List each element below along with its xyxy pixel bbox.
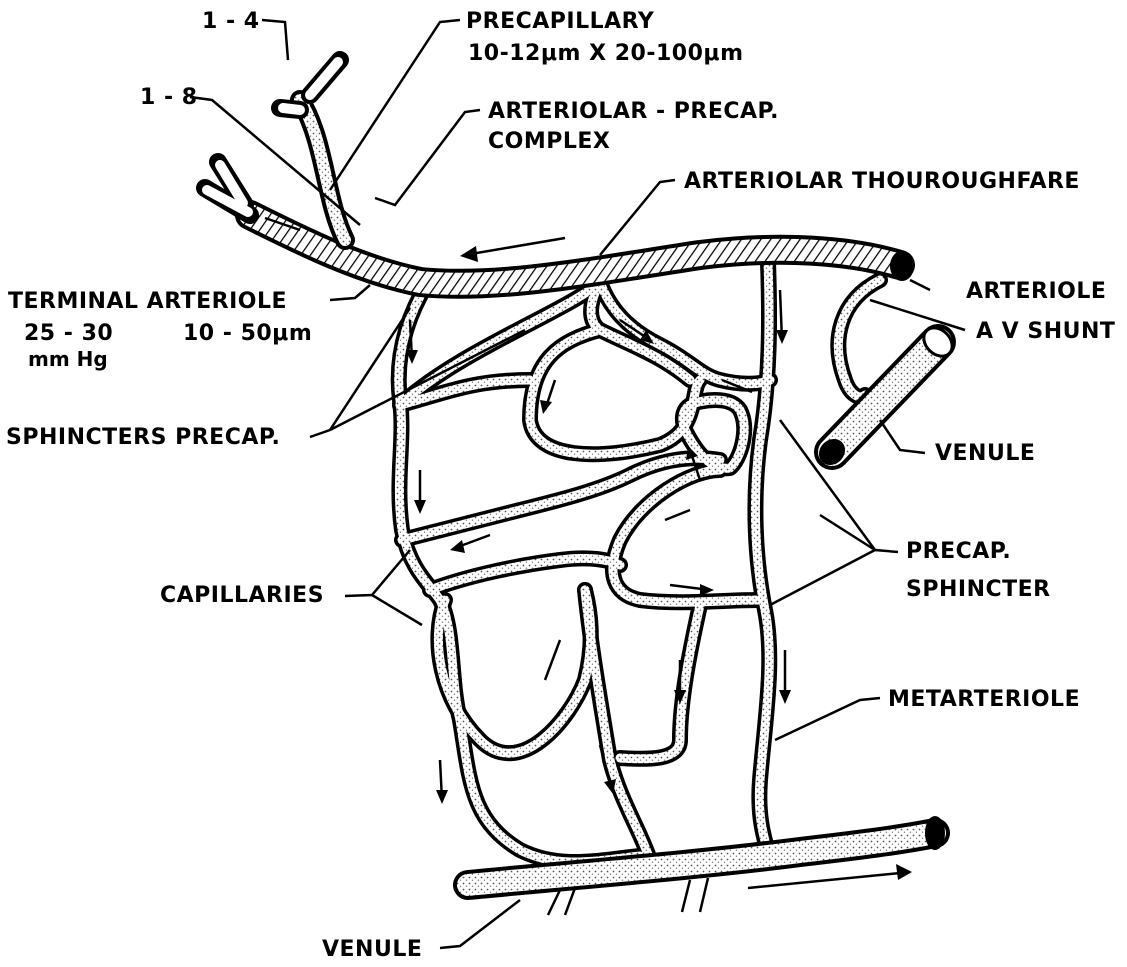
label-precap-sphincter-1: PRECAP. [906, 539, 1011, 564]
label-1-4: 1 - 4 [202, 9, 260, 34]
label-venule-right: VENULE [935, 441, 1035, 466]
label-precapillary-size: 10-12μm X 20-100μm [468, 41, 744, 66]
label-metarteriole: METARTERIOLE [888, 687, 1080, 712]
label-pressure-value: 25 - 30 [24, 321, 113, 346]
av-shunt-vessel [838, 280, 880, 397]
label-arteriolar-precap-complex: COMPLEX [488, 129, 610, 154]
label-arteriole: ARTERIOLE [966, 279, 1106, 304]
label-capillaries: CAPILLARIES [160, 583, 324, 608]
label-arteriolar-thoroughfare: ARTERIOLAR THOUROUGHFARE [684, 169, 1080, 194]
label-precap-sphincter-2: SPHINCTER [906, 577, 1051, 602]
venule-bottom-vessel [468, 816, 945, 915]
label-precapillary-title: PRECAPILLARY [466, 9, 655, 34]
label-venule-bottom: VENULE [322, 937, 422, 962]
label-terminal-arteriole: TERMINAL ARTERIOLE [8, 289, 287, 314]
label-arteriolar-precap: ARTERIOLAR - PRECAP. [488, 99, 779, 124]
label-pressure-unit: mm Hg [28, 347, 108, 371]
label-1-8: 1 - 8 [140, 85, 198, 110]
labels: 1 - 4 PRECAPILLARY 10-12μm X 20-100μm 1 … [6, 9, 1115, 962]
label-sphincters-precap: SPHINCTERS PRECAP. [6, 425, 280, 450]
leader-lines [190, 20, 965, 948]
capillary-network [399, 262, 770, 862]
label-av-shunt: A V SHUNT [976, 319, 1115, 344]
label-diameter: 10 - 50μm [183, 321, 312, 346]
